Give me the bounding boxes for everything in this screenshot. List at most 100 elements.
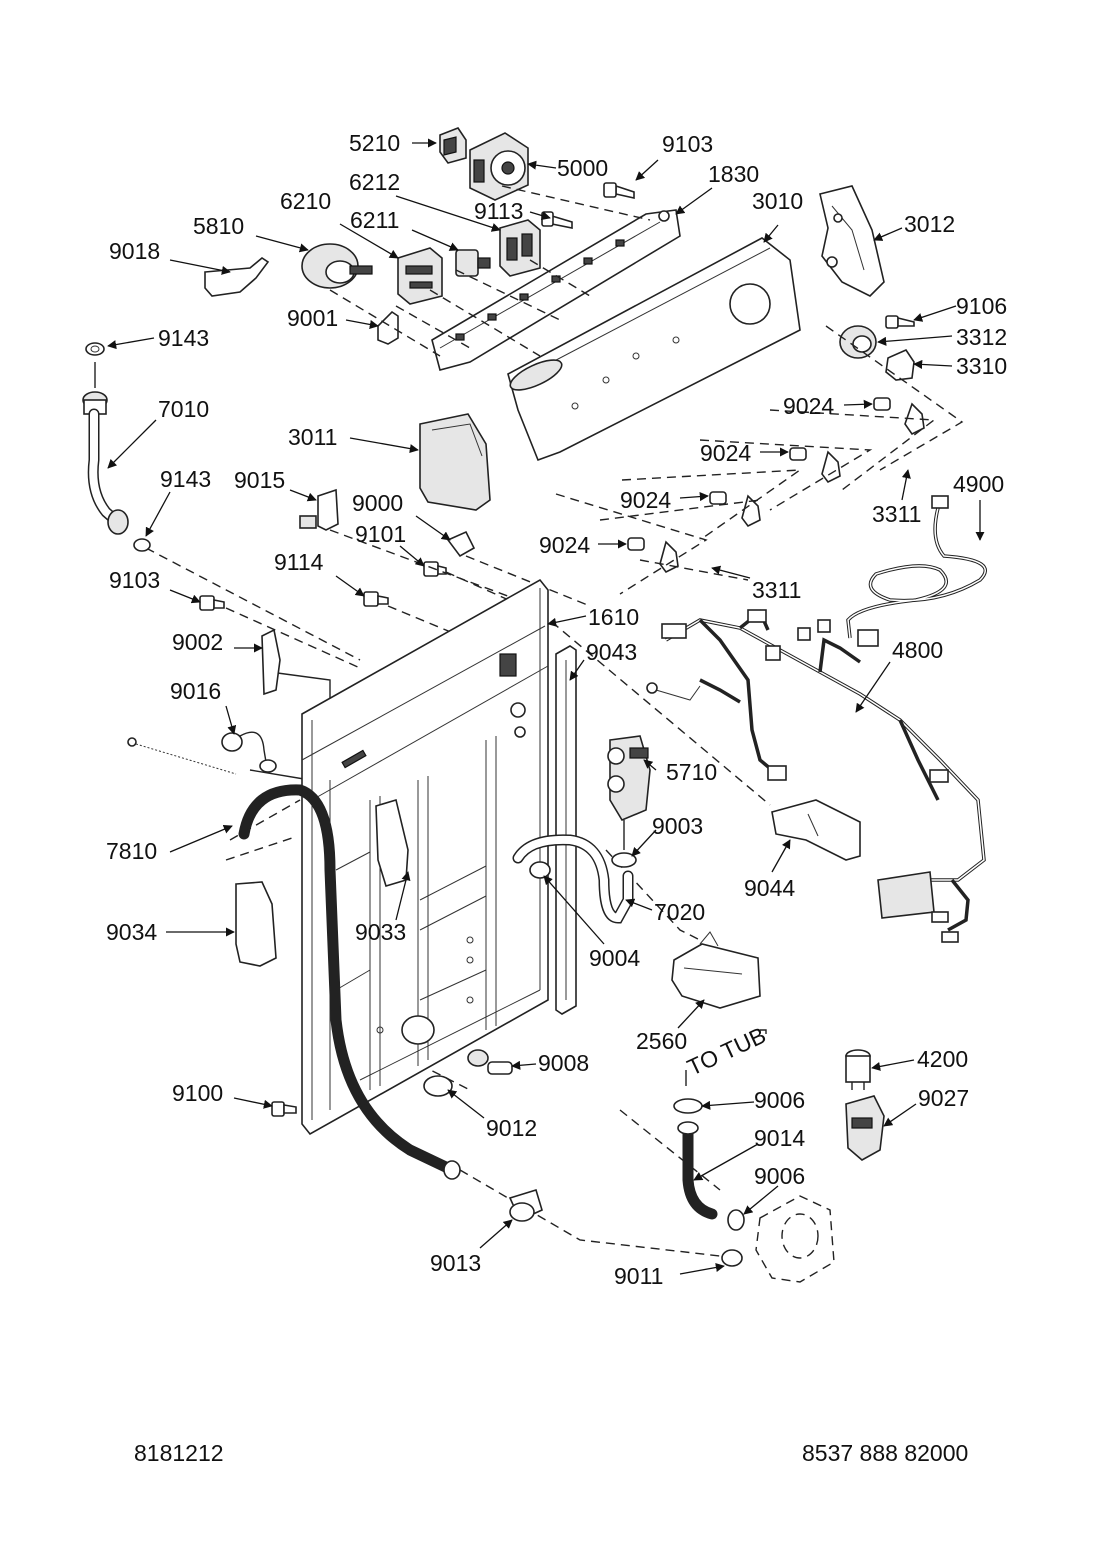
label-3012: 3012: [904, 211, 955, 237]
knob-set-2: [789, 447, 841, 484]
label-9002: 9002: [172, 629, 223, 655]
label-6212: 6212: [349, 169, 400, 195]
label-9001: 9001: [287, 305, 338, 331]
part-3310-knob: [885, 348, 915, 381]
label-6211: 6211: [350, 207, 399, 233]
pump-housing: [755, 1195, 835, 1283]
part-7810-drain-hose: [238, 784, 461, 1180]
part-9001-clip: [377, 310, 399, 345]
label-5000: 5000: [557, 155, 608, 181]
part-9015-bracket: [299, 488, 339, 531]
label-9024-a: 9024: [783, 393, 834, 419]
part-4900-power-cord: [846, 495, 987, 647]
label-1830: 1830: [708, 161, 759, 187]
inlet-hose-group: [82, 342, 151, 552]
knob-set-3: [709, 491, 761, 528]
part-9103-screw-top: [603, 182, 635, 199]
leader-lines: [107, 138, 985, 1275]
part-labels: 5210 5000 9103 1830 6212 6210 9113 3010 …: [106, 130, 1007, 1289]
label-9043: 9043: [586, 639, 637, 665]
label-9003: 9003: [652, 813, 703, 839]
part-2560-dispenser: [671, 931, 761, 1009]
label-7010: 7010: [158, 396, 209, 422]
label-9114: 9114: [274, 549, 324, 575]
part-3012-end-cap: [819, 185, 885, 297]
part-9013-clamp: [508, 1188, 543, 1222]
label-4200: 4200: [917, 1046, 968, 1072]
label-9103-left: 9103: [109, 567, 160, 593]
part-9143-washer-top: [85, 342, 105, 356]
part-5000-timer: [469, 132, 529, 201]
part-9113-screw: [541, 211, 573, 229]
label-9008: 9008: [538, 1050, 589, 1076]
label-9024-c: 9024: [620, 487, 671, 513]
part-9002-bracket: [261, 628, 281, 696]
part-9004-clamp: [529, 861, 551, 879]
part-4200-capacitor: [845, 1049, 871, 1090]
label-9024-b: 9024: [700, 440, 751, 466]
part-6212-switch: [499, 219, 541, 277]
part-9106-screw: [885, 315, 915, 329]
footer-document-number: 8181212: [134, 1440, 224, 1466]
label-9143-top: 9143: [158, 325, 209, 351]
to-tub-label: TO TUB: [683, 1022, 770, 1081]
label-4800: 4800: [892, 637, 943, 663]
label-9106: 9106: [956, 293, 1007, 319]
part-1610-rear-panel: [301, 578, 549, 1136]
label-9027: 9027: [918, 1085, 969, 1111]
part-9103-screw-left: [199, 595, 225, 611]
part-7020-hose: [512, 834, 634, 924]
part-9006-clamp-bottom: [727, 1209, 745, 1231]
label-3311-bottom: 3311: [752, 577, 801, 603]
label-3311-right: 3311: [872, 501, 921, 527]
label-5210: 5210: [349, 130, 400, 156]
label-7810: 7810: [106, 838, 157, 864]
part-9044-shield: [771, 799, 861, 861]
knob-set-1: [873, 397, 925, 436]
label-9034: 9034: [106, 919, 157, 945]
label-9024-d: 9024: [539, 532, 590, 558]
part-7010-inlet-hose: [82, 391, 129, 535]
label-7020: 7020: [654, 899, 705, 925]
label-5710: 5710: [666, 759, 717, 785]
part-9014-pump-hose: [677, 1121, 718, 1220]
label-3312: 3312: [956, 324, 1007, 350]
label-9006-top: 9006: [754, 1087, 805, 1113]
part-5210-switch: [439, 127, 467, 164]
part-9143-washer-mid: [133, 538, 151, 552]
label-9016: 9016: [170, 678, 221, 704]
label-9015: 9015: [234, 467, 285, 493]
part-9012-clamp: [423, 1075, 453, 1097]
label-3310: 3310: [956, 353, 1007, 379]
part-9100-screw: [271, 1101, 297, 1117]
part-9000-clip: [446, 530, 476, 558]
label-9101: 9101: [355, 521, 406, 547]
label-9012: 9012: [486, 1115, 537, 1141]
label-3011: 3011: [288, 424, 337, 450]
label-6210: 6210: [280, 188, 331, 214]
part-9011-clamp: [721, 1249, 743, 1267]
part-6211-switch: [455, 249, 491, 277]
label-9113: 9113: [474, 198, 523, 224]
to-tub-note: TO TUB: [683, 1022, 770, 1086]
guide-lines: [145, 185, 964, 1257]
part-9034-cover: [235, 881, 277, 967]
part-9027-pump-motor: [845, 1095, 885, 1161]
part-9006-clamp-top: [673, 1098, 703, 1114]
part-6210-pressure-switch: [397, 247, 443, 305]
label-9011: 9011: [614, 1263, 663, 1289]
part-5710-water-valve: [607, 735, 651, 850]
label-9044: 9044: [744, 875, 795, 901]
label-9013: 9013: [430, 1250, 481, 1276]
label-9033: 9033: [355, 919, 406, 945]
part-9003-clamp: [611, 852, 637, 868]
part-1830-console-frame: [431, 209, 681, 371]
label-9143-mid: 9143: [160, 466, 211, 492]
part-9114-screw: [363, 591, 389, 607]
part-3011-end-cap: [419, 413, 491, 511]
label-4900: 4900: [953, 471, 1004, 497]
part-9018-bracket: [204, 257, 270, 297]
part-9016-strap: [221, 731, 277, 773]
part-3312-knob: [839, 325, 877, 359]
